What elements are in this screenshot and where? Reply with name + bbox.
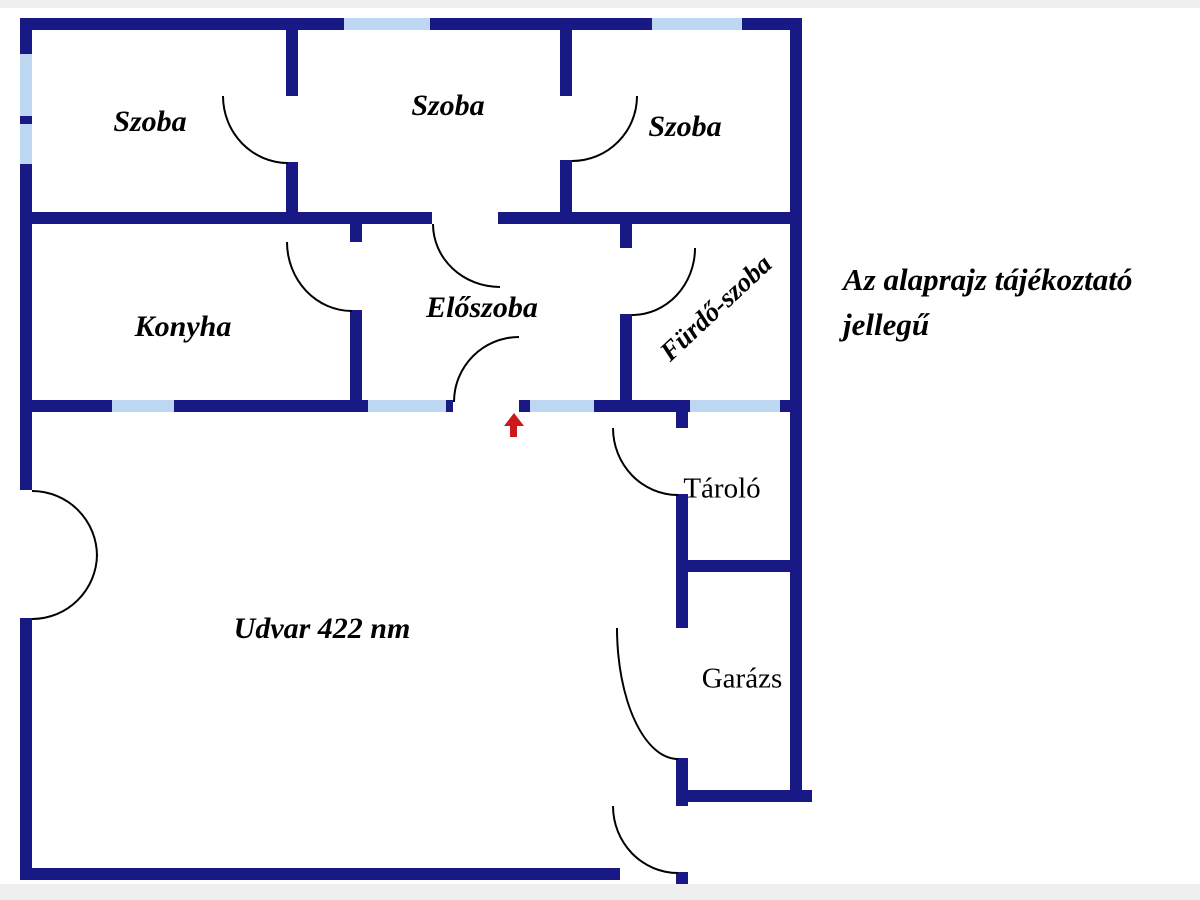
door-opening-entrance: [453, 400, 519, 412]
door-arc-szoba3: [572, 96, 638, 162]
room-label-tarolo: Tároló: [683, 472, 761, 505]
window-left-1: [20, 54, 32, 116]
window-top-1: [344, 18, 430, 30]
door-arc-tarolo: [612, 428, 678, 496]
entrance-arrow-head-icon: [504, 413, 524, 426]
window-left-2: [20, 124, 32, 164]
window-bottom-3: [530, 400, 594, 412]
window-top-2: [652, 18, 742, 30]
disclaimer-note: Az alaprajz tájékoztató jellegű: [843, 258, 1132, 348]
wall-outbuilding-right: [790, 412, 802, 802]
room-label-szoba-left: Szoba: [113, 105, 187, 138]
window-bottom-4: [690, 400, 780, 412]
door-opening-szoba1: [286, 96, 298, 162]
door-arc-szoba1: [222, 96, 288, 164]
door-opening-garazs: [676, 628, 688, 758]
room-label-szoba-right: Szoba: [648, 110, 722, 143]
door-arc-konyha: [286, 242, 352, 312]
room-label-eloszoba: Előszoba: [426, 291, 538, 324]
door-opening-szoba3: [560, 96, 572, 160]
door-arc-yard-bottom: [612, 806, 678, 874]
gate-arc-upper: [32, 490, 98, 556]
room-label-szoba-middle: Szoba: [411, 89, 485, 122]
room-label-garazs: Garázs: [701, 662, 783, 695]
wall-yard-bottom: [20, 868, 620, 880]
door-arc-eloszoba-top: [432, 224, 500, 288]
wall-yard-left: [20, 412, 32, 880]
gate-opening-yard-left: [20, 490, 32, 618]
window-bottom-1: [112, 400, 174, 412]
door-opening-eloszoba-top: [432, 212, 498, 224]
gate-arc-lower: [32, 554, 98, 620]
wall-tarolo-garazs: [676, 560, 802, 572]
disclaimer-line2: jellegű: [843, 306, 930, 342]
wall-middle-horizontal: [20, 212, 802, 224]
door-arc-entrance: [453, 336, 519, 402]
door-arc-furdo: [632, 248, 696, 316]
wall-garazs-bottom: [676, 790, 812, 802]
photo-margin-top: [0, 0, 1200, 8]
disclaimer-line1: Az alaprajz tájékoztató: [843, 262, 1133, 297]
photo-margin-bottom: [0, 884, 1200, 900]
window-bottom-2: [368, 400, 446, 412]
door-opening-tarolo: [676, 428, 688, 494]
entrance-arrow-stem: [510, 426, 517, 437]
room-label-udvar: Udvar 422 nm: [233, 612, 411, 645]
door-arc-garazs: [616, 628, 678, 760]
door-opening-konyha: [350, 242, 362, 310]
door-opening-furdo: [620, 248, 632, 314]
room-label-konyha: Konyha: [134, 310, 232, 343]
entrance-arrow: [503, 413, 525, 437]
door-opening-yard-bottom: [676, 806, 688, 872]
